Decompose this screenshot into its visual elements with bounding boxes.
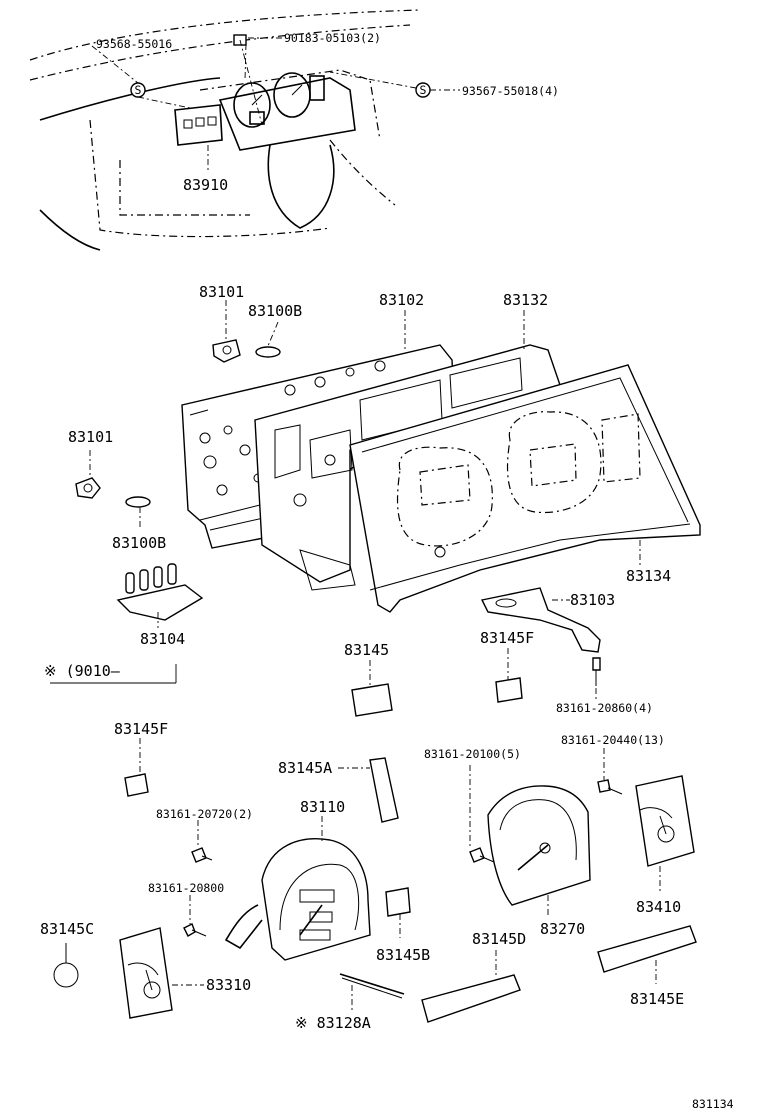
label-83145D: 83145D	[472, 930, 526, 948]
dashboard-overview: S S	[29, 9, 460, 251]
label-90183-05103: 90183-05103(2)	[284, 31, 381, 45]
diagram-id: 831134	[692, 1097, 734, 1111]
label-83145: 83145	[344, 641, 389, 659]
label-83110: 83110	[300, 798, 345, 816]
label-83410: 83410	[636, 898, 681, 916]
label-83145F-left: 83145F	[114, 720, 168, 738]
bracket-83103	[480, 587, 601, 700]
label-83101-lower: 83101	[68, 428, 113, 446]
label-83128A: ※ 83128A	[295, 1014, 371, 1032]
label-83134: 83134	[626, 567, 671, 585]
label-9010-note: ※ (9010—	[44, 662, 121, 680]
label-83310: 83310	[206, 976, 251, 994]
label-83145B: 83145B	[376, 946, 430, 964]
label-83161-20800: 83161-20800	[148, 881, 224, 895]
small-plates	[124, 648, 523, 823]
label-83161-20100: 83161-20100(5)	[424, 747, 521, 761]
label-83145A: 83145A	[278, 759, 332, 777]
cable-and-plate	[339, 887, 411, 1010]
svg-text:S: S	[420, 83, 427, 97]
label-83102: 83102	[379, 291, 424, 309]
label-83161-20440: 83161-20440(13)	[561, 733, 665, 747]
label-83161-20860: 83161-20860(4)	[556, 701, 653, 715]
screws	[183, 748, 623, 937]
label-83145E: 83145E	[630, 990, 684, 1008]
label-83145C: 83145C	[40, 920, 94, 938]
label-83132: 83132	[503, 291, 548, 309]
label-93568-55016: 93568-55016	[96, 37, 172, 51]
label-83100B-lower: 83100B	[112, 534, 166, 552]
left-small-parts	[50, 450, 204, 684]
label-83104: 83104	[140, 630, 185, 648]
speedometer-83110	[224, 816, 371, 961]
label-83100B: 83100B	[248, 302, 302, 320]
strip-83145D	[421, 950, 521, 1023]
label-83910: 83910	[183, 176, 228, 194]
strip-83145E	[597, 925, 697, 984]
label-83101: 83101	[199, 283, 244, 301]
tachometer-83270	[487, 785, 591, 915]
label-83103: 83103	[570, 591, 615, 609]
label-83145F-right: 83145F	[480, 629, 534, 647]
svg-text:S: S	[135, 83, 142, 97]
gauge-83310	[53, 927, 204, 1019]
gauge-83410	[635, 775, 695, 892]
cluster-housing-assembly	[181, 300, 701, 613]
label-83270: 83270	[540, 920, 585, 938]
label-83161-20720: 83161-20720(2)	[156, 807, 253, 821]
label-93567-55018: 93567-55018(4)	[462, 84, 559, 98]
